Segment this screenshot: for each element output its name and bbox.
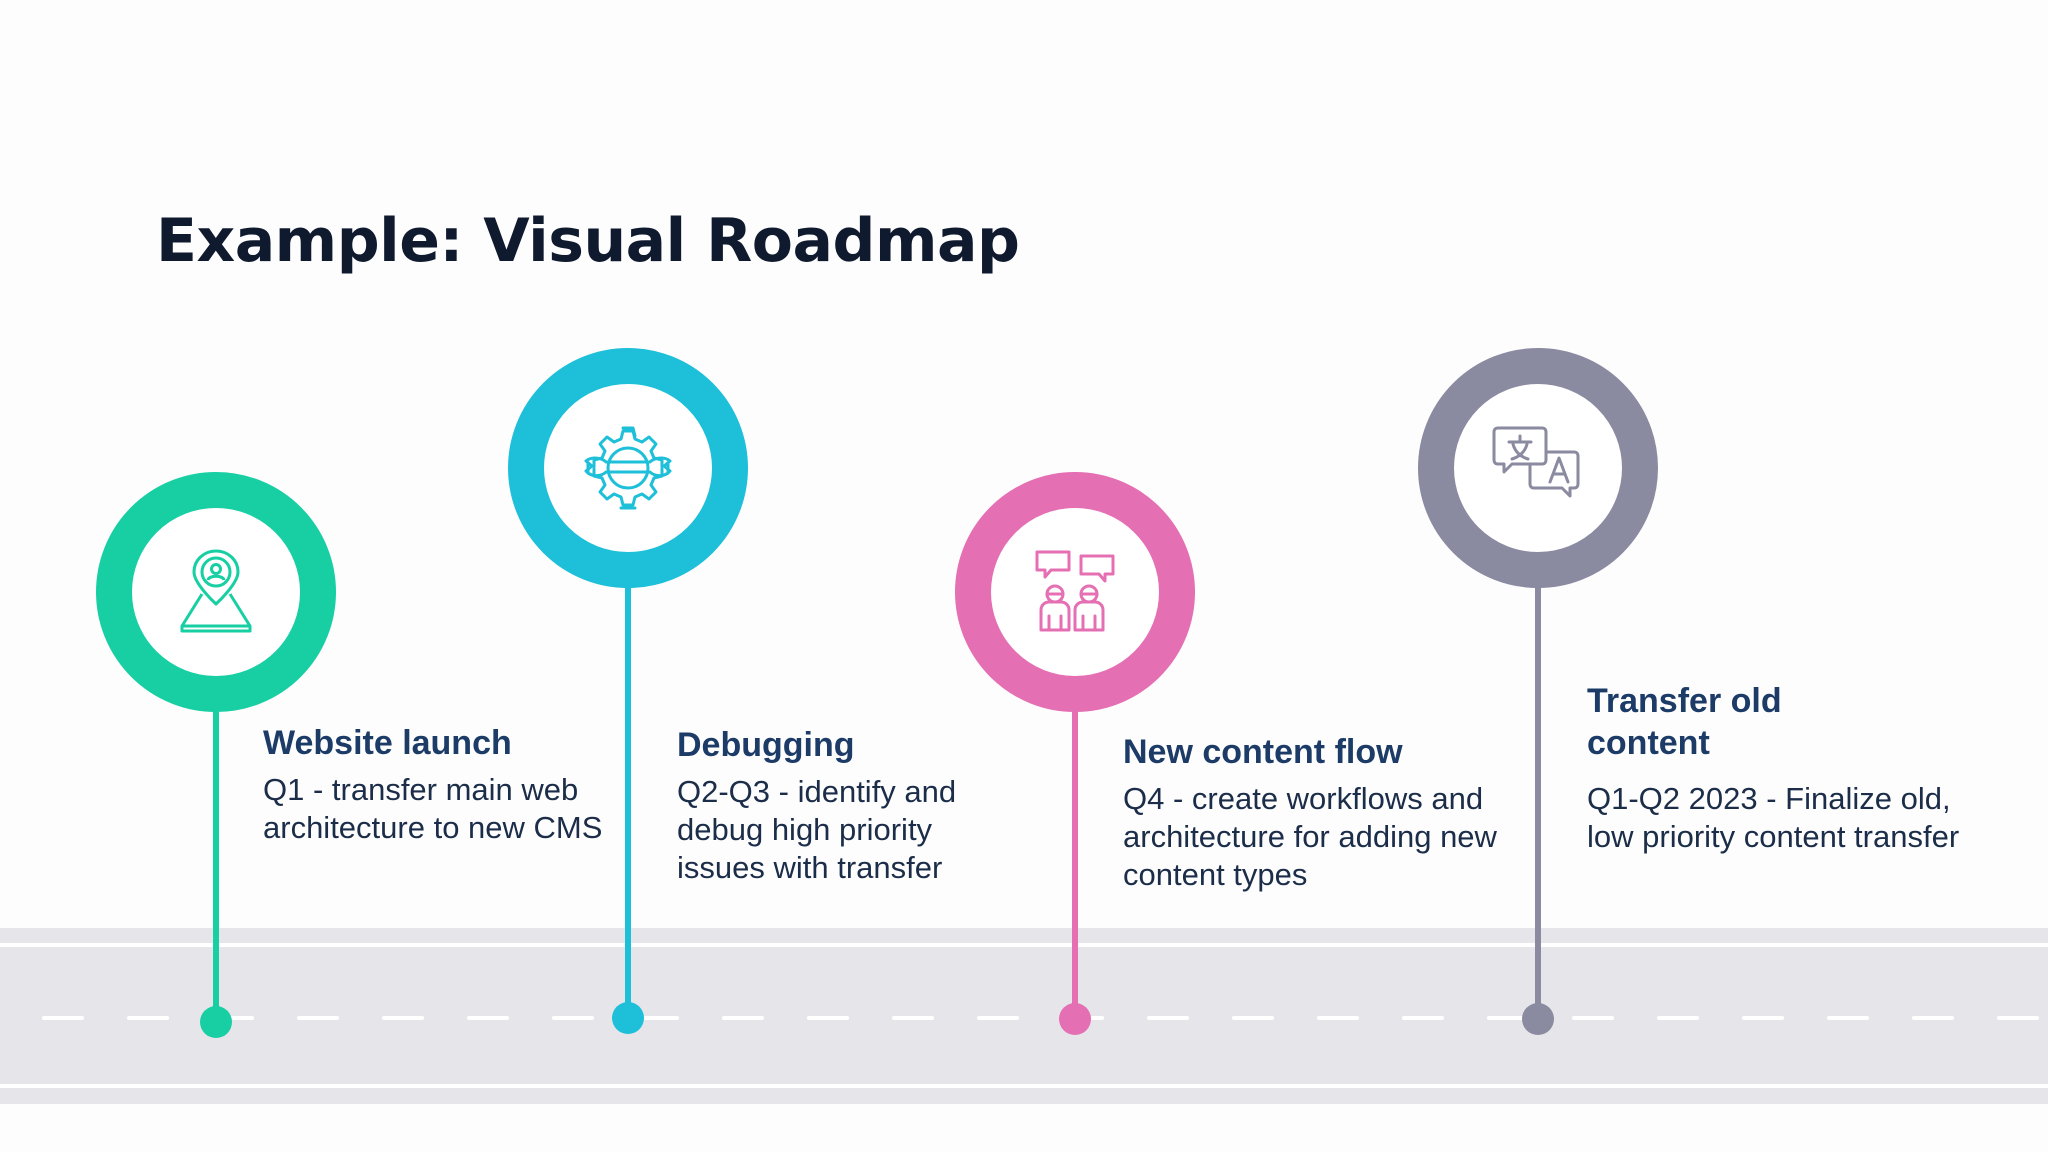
milestone-2-node <box>612 1002 644 1034</box>
road-dash <box>722 1016 764 1020</box>
milestone-1-stem <box>213 700 219 1020</box>
team-chat-icon <box>1035 550 1115 632</box>
road-dash <box>637 1016 679 1020</box>
road-dash <box>552 1016 594 1020</box>
milestone-3-title: New content flow <box>1123 733 1403 771</box>
milestone-3-description: Q4 - create workflows and architecture f… <box>1123 781 1497 892</box>
road-dash <box>1487 1016 1529 1020</box>
road-dash <box>1147 1016 1189 1020</box>
milestone-3-ring <box>955 472 1195 712</box>
road-edge-top <box>0 943 2048 947</box>
milestone-1-ring <box>96 472 336 712</box>
translate-icon <box>1492 426 1580 498</box>
road-edge-bottom <box>0 1084 2048 1088</box>
milestone-4-ring <box>1418 348 1658 588</box>
road-dash <box>212 1016 254 1020</box>
road-dash <box>892 1016 934 1020</box>
road-dash <box>977 1016 1019 1020</box>
milestone-3-node <box>1059 1003 1091 1035</box>
milestone-3-stem <box>1072 700 1078 1018</box>
road-dash <box>807 1016 849 1020</box>
road-dash <box>42 1016 84 1020</box>
road-dash <box>1232 1016 1274 1020</box>
road-dash <box>1827 1016 1869 1020</box>
road-dash <box>127 1016 169 1020</box>
milestone-2-title: Debugging <box>677 726 855 764</box>
road-dash <box>382 1016 424 1020</box>
milestone-4-description: Q1-Q2 2023 - Finalize old, low priority … <box>1587 781 1960 854</box>
road-dash <box>1657 1016 1699 1020</box>
road-dash <box>1912 1016 1954 1020</box>
road-dash <box>467 1016 509 1020</box>
road-dash <box>1997 1016 2039 1020</box>
milestone-1-description: Q1 - transfer main web architecture to n… <box>263 772 603 845</box>
milestone-2-ring <box>508 348 748 588</box>
milestone-2-stem <box>625 580 631 1017</box>
milestone-4-title: Transfer old content <box>1587 682 1782 762</box>
page-title: Example: Visual Roadmap <box>156 206 1020 276</box>
milestone-1-title: Website launch <box>263 724 512 762</box>
road-center-line <box>0 1016 2048 1020</box>
milestone-2-description: Q2-Q3 - identify and debug high priority… <box>677 774 957 885</box>
road-dash <box>1402 1016 1444 1020</box>
road-dash <box>1317 1016 1359 1020</box>
gear-wrench-icon <box>584 426 672 510</box>
milestone-1-node <box>200 1006 232 1038</box>
road-dash <box>297 1016 339 1020</box>
milestone-4-stem <box>1535 580 1541 1018</box>
milestone-4-node <box>1522 1003 1554 1035</box>
road-dash <box>1742 1016 1784 1020</box>
map-pin-icon <box>180 549 252 633</box>
roadmap-road <box>0 928 2048 1104</box>
road-dash <box>1572 1016 1614 1020</box>
